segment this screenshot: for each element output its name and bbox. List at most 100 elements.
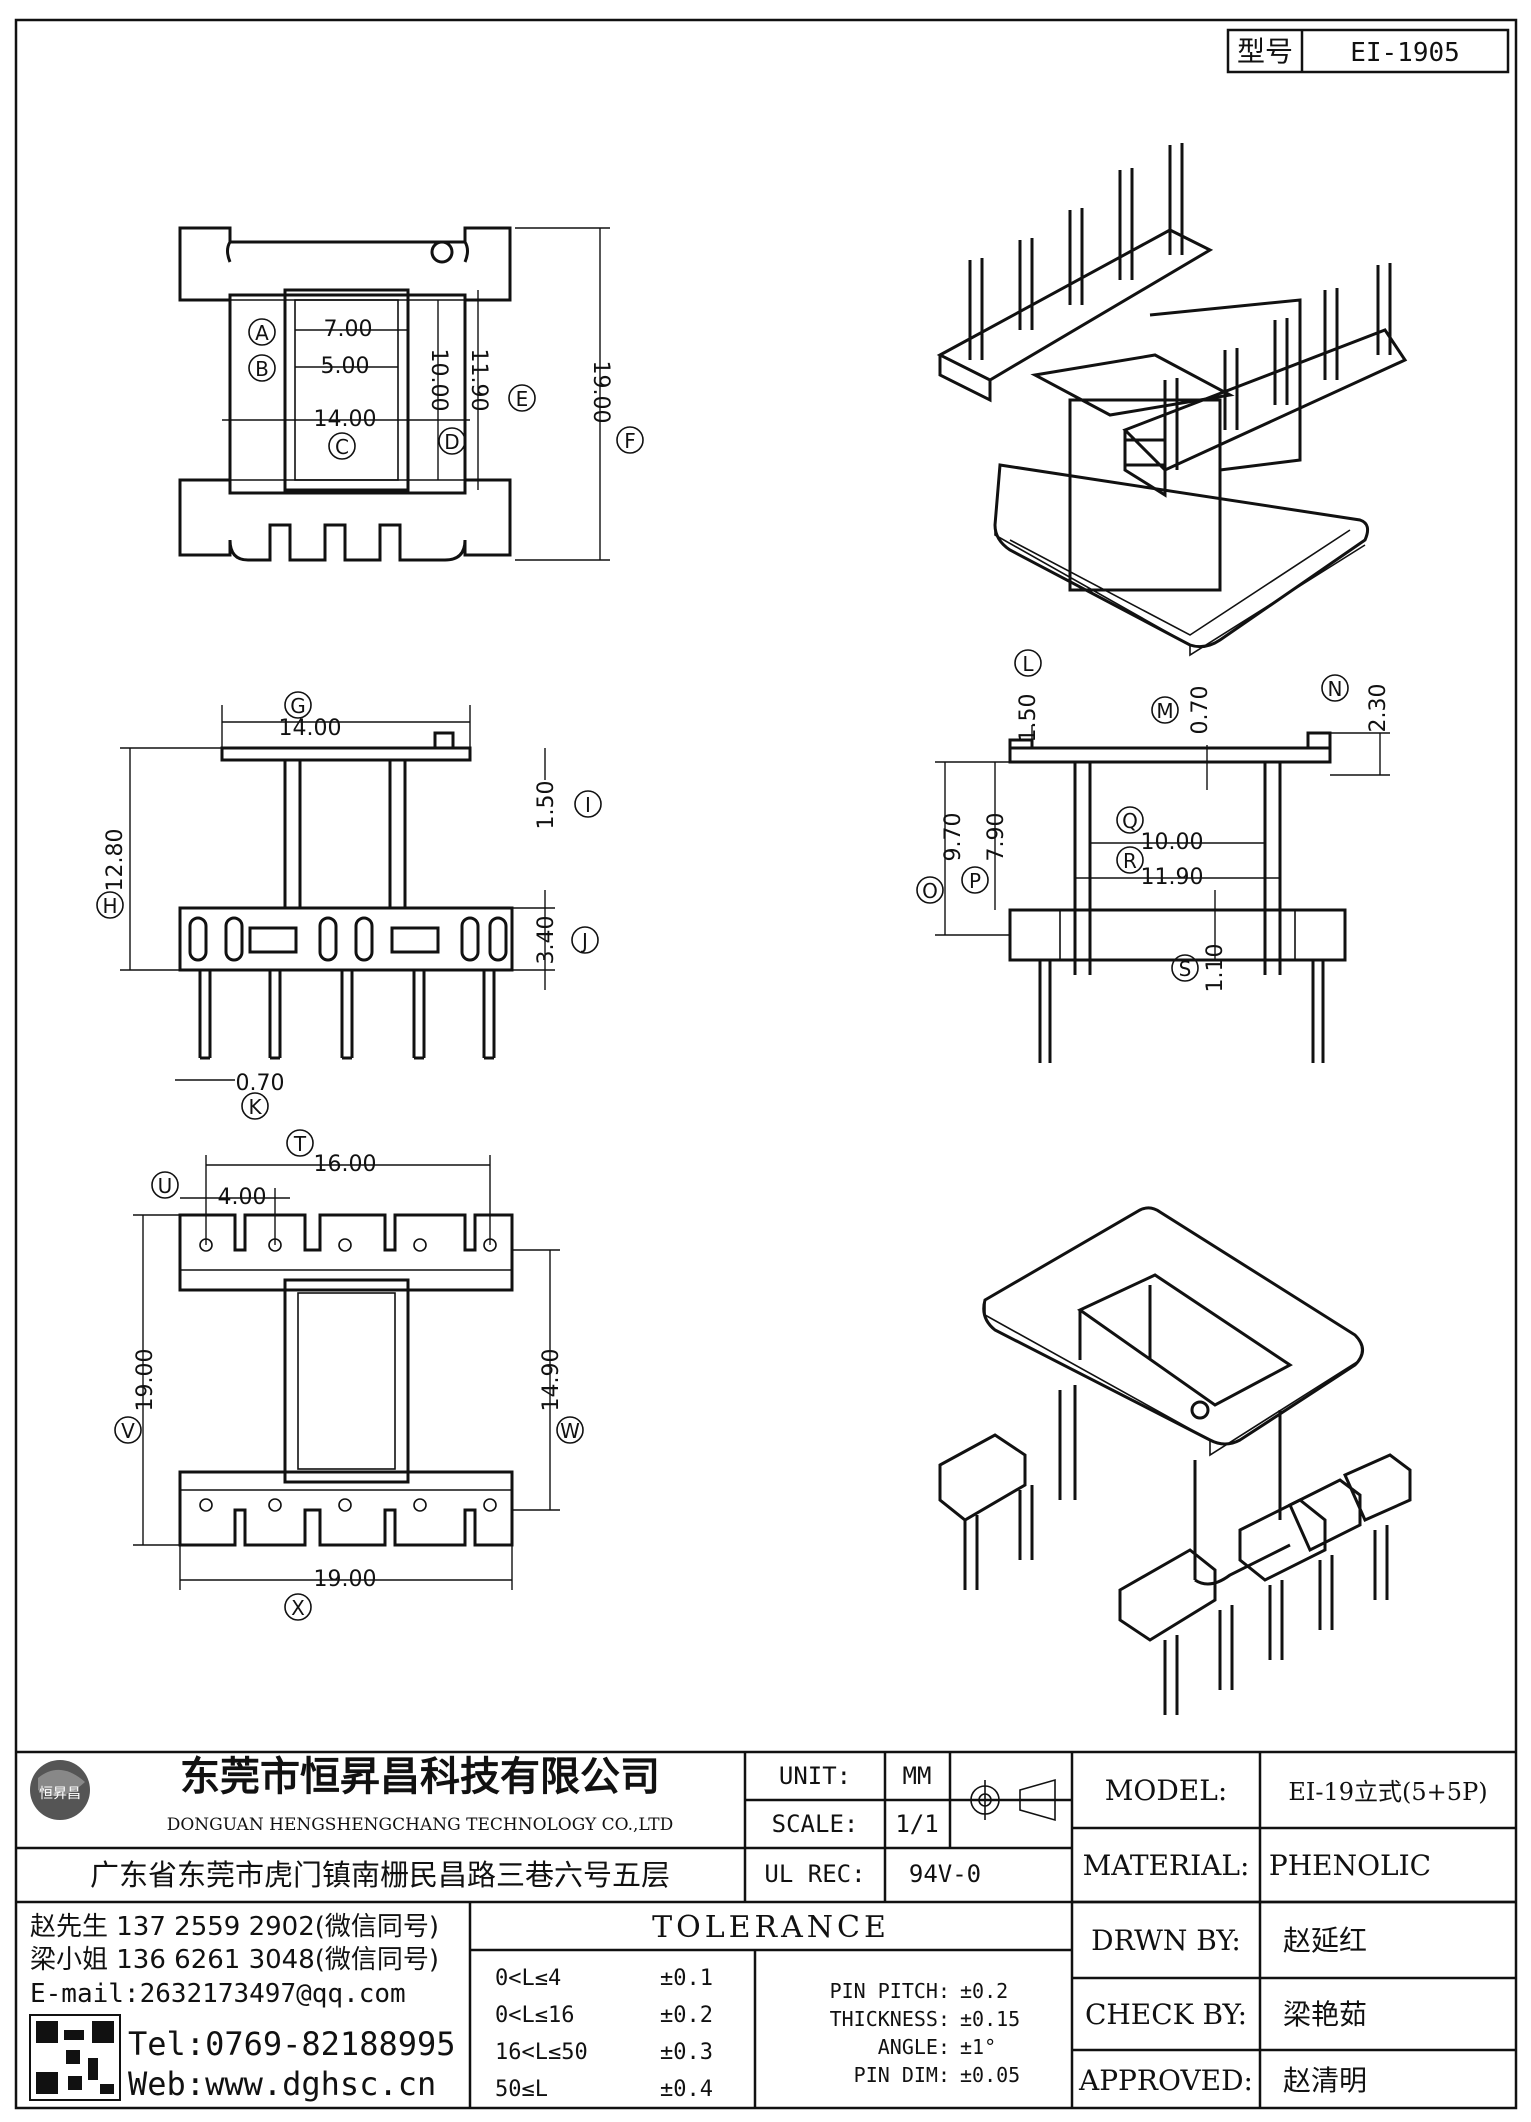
svg-text:±0.3: ±0.3 — [660, 2040, 713, 2065]
dim-M-value: 0.70 — [1188, 686, 1213, 735]
svg-text:PIN DIM:: PIN DIM: — [854, 2063, 950, 2087]
bottom-view: 16.00 4.00 19.00 14.90 19.00 T U V W X — [114, 1129, 584, 1621]
svg-text:±0.05: ±0.05 — [960, 2063, 1020, 2087]
svg-text:U: U — [158, 1174, 173, 1198]
top-view-lower-flange — [178, 478, 512, 562]
svg-text:±0.2: ±0.2 — [660, 2003, 713, 2028]
svg-text:V: V — [121, 1419, 135, 1443]
callout-J: J — [571, 926, 599, 954]
drawn-by-label: DRWN BY: — [1091, 1924, 1241, 1957]
svg-text:E: E — [516, 387, 529, 411]
svg-text:ANGLE:: ANGLE: — [878, 2035, 950, 2059]
front-view-pins — [198, 970, 496, 1060]
svg-text:±1°: ±1° — [960, 2035, 996, 2059]
title-block: 恒昇昌 东莞市恒昇昌科技有限公司 DONGUAN HENGSHENGCHANG … — [16, 1750, 1516, 2108]
svg-text:X: X — [291, 1596, 305, 1620]
dim-I-value: 1.50 — [534, 781, 559, 830]
dim-H-value: 12.80 — [103, 829, 128, 892]
contact-2: 梁小姐 136 6261 3048(微信同号) — [30, 1945, 439, 1975]
callout-Q: Q — [1116, 806, 1144, 834]
isometric-view-window-up — [938, 1206, 1412, 1715]
dim-B-value: 5.00 — [321, 354, 370, 379]
svg-text:C: C — [335, 435, 349, 459]
dim-X-value: 19.00 — [314, 1567, 377, 1592]
scale-value: 1/1 — [895, 1810, 938, 1838]
scale-label: SCALE: — [772, 1810, 859, 1838]
approved-label: APPROVED: — [1078, 2064, 1253, 2097]
svg-text:I: I — [585, 793, 591, 817]
callout-G: G — [284, 691, 312, 719]
dim-F-value: 19.00 — [588, 361, 613, 424]
svg-text:S: S — [1179, 957, 1192, 981]
check-by-label: CHECK BY: — [1085, 1998, 1247, 2031]
callout-R: R — [1116, 846, 1144, 874]
tolerance-title: TOLERANCE — [652, 1910, 890, 1945]
email: E-mail:2632173497@qq.com — [30, 1979, 406, 2009]
callout-S: S — [1171, 954, 1199, 982]
callout-V: V — [114, 1416, 142, 1444]
telephone: Tel:0769-82188995 — [128, 2025, 456, 2063]
callout-N: N — [1321, 674, 1349, 702]
svg-text:±0.1: ±0.1 — [660, 1966, 713, 1991]
svg-text:±0.2: ±0.2 — [960, 1979, 1008, 2003]
dim-A-value: 7.00 — [324, 317, 373, 342]
callout-T: T — [286, 1129, 314, 1157]
website: Web:www.dghsc.cn — [128, 2065, 436, 2103]
callout-L: L — [1014, 649, 1042, 677]
ul-rec-label: UL REC: — [764, 1860, 865, 1888]
isometric-view-pins-up — [936, 143, 1408, 657]
unit-label: UNIT: — [779, 1762, 851, 1790]
svg-text:N: N — [1328, 677, 1343, 701]
dim-V-value: 19.00 — [133, 1349, 158, 1412]
svg-text:H: H — [102, 894, 117, 918]
ul-rec-value: 94V-0 — [909, 1860, 981, 1888]
svg-text:T: T — [293, 1132, 307, 1156]
dim-G-value: 14.00 — [279, 716, 342, 741]
callout-I: I — [574, 790, 602, 818]
sheet-border — [14, 18, 1518, 2110]
svg-text:Q: Q — [1122, 809, 1138, 833]
material-value: PHENOLIC — [1269, 1849, 1431, 1882]
iso-pins-row-front — [1122, 263, 1408, 498]
svg-text:0<L≤16: 0<L≤16 — [495, 2003, 574, 2028]
model-label: MODEL: — [1105, 1774, 1228, 1807]
iso-pins-row-back — [936, 143, 1214, 403]
svg-text:W: W — [560, 1419, 580, 1443]
svg-text:PIN PITCH:: PIN PITCH: — [830, 1979, 950, 2003]
callout-M: M — [1151, 696, 1179, 724]
dim-W-value: 14.90 — [539, 1349, 564, 1412]
callout-H: H — [96, 891, 124, 919]
material-label: MATERIAL: — [1083, 1849, 1250, 1882]
dim-C-value: 14.00 — [314, 407, 377, 432]
front-view: 14.00 12.80 1.50 3.40 0.70 G H I J K — [96, 691, 602, 1120]
svg-text:G: G — [290, 694, 306, 718]
svg-text:O: O — [922, 879, 938, 903]
dim-R-value: 11.90 — [1141, 865, 1204, 890]
bottom-view-upper-flange — [178, 1213, 514, 1292]
svg-text:THICKNESS:: THICKNESS: — [830, 2007, 950, 2031]
callout-X: X — [284, 1593, 312, 1621]
callout-F: F — [616, 426, 644, 454]
callout-B: B — [248, 354, 276, 382]
dim-O-value: 9.70 — [941, 813, 966, 862]
callout-A: A — [248, 318, 276, 346]
svg-text:0<L≤4: 0<L≤4 — [495, 1966, 561, 1991]
svg-text:D: D — [444, 430, 459, 454]
dim-S-value: 1.10 — [1203, 944, 1228, 993]
svg-text:P: P — [969, 869, 981, 893]
qr-code-icon — [29, 2014, 121, 2101]
check-by-value: 梁艳茹 — [1283, 1998, 1367, 2031]
approved-value: 赵清明 — [1283, 2064, 1367, 2097]
tolerance-table: 0<L≤4±0.1 0<L≤16±0.2 16<L≤50±0.3 50≤L±0.… — [495, 1966, 1020, 2102]
dim-E-value: 11.90 — [466, 349, 491, 412]
dim-N-value: 2.30 — [1366, 684, 1391, 733]
top-view-window — [283, 288, 410, 492]
dim-J-value: 3.40 — [534, 916, 559, 965]
callout-O: O — [916, 876, 944, 904]
dim-T-value: 16.00 — [314, 1152, 377, 1177]
callout-E: E — [508, 384, 536, 412]
svg-text:F: F — [624, 429, 636, 453]
projection-symbol-icon — [965, 1778, 1056, 1822]
callout-K: K — [241, 1092, 269, 1120]
